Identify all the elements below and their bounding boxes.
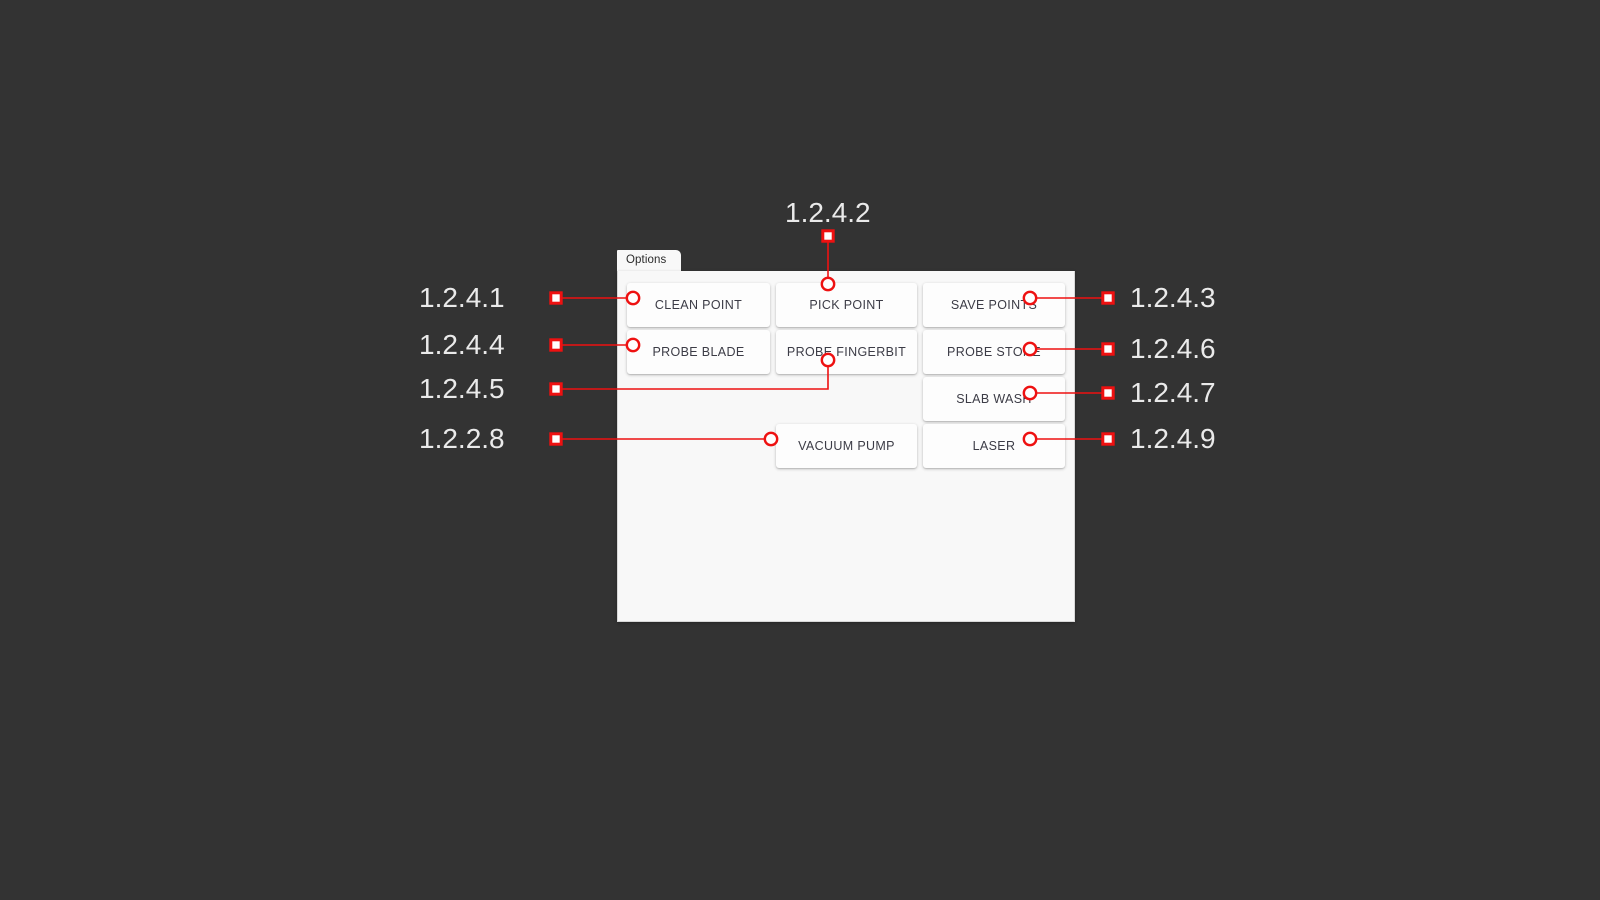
tab-strip: Options [617,250,681,272]
callout-1-2-4-6-label: 1.2.4.6 [1130,333,1216,364]
tab-options[interactable]: Options [617,250,681,272]
callout-1-2-4-9-anchor-square[interactable] [1101,432,1115,446]
callout-1-2-4-9-endpoint-circle[interactable] [1022,431,1038,447]
callout-1-2-4-5-anchor-square[interactable] [549,382,563,396]
callout-1-2-4-3-endpoint-circle[interactable] [1022,290,1038,306]
callout-1-2-2-8-endpoint-circle[interactable] [763,431,779,447]
callout-1-2-4-1-anchor-square[interactable] [549,291,563,305]
callout-1-2-4-3-label: 1.2.4.3 [1130,282,1216,313]
callout-1-2-4-4-label: 1.2.4.4 [419,329,505,360]
callout-1-2-4-5-endpoint-circle[interactable] [820,352,836,368]
button-probe-stone[interactable]: PROBE STONE [923,330,1065,374]
button-pick-point-label: PICK POINT [809,298,884,312]
button-probe-blade[interactable]: PROBE BLADE [627,330,770,374]
tab-options-label: Options [626,254,667,267]
button-probe-stone-label: PROBE STONE [947,345,1041,359]
button-probe-blade-label: PROBE BLADE [652,345,745,359]
callout-1-2-4-7-label: 1.2.4.7 [1130,377,1216,408]
callout-1-2-4-6-endpoint-circle[interactable] [1022,341,1038,357]
callout-1-2-4-4-anchor-square[interactable] [549,338,563,352]
callout-1-2-4-3-anchor-square[interactable] [1101,291,1115,305]
button-vacuum-pump[interactable]: VACUUM PUMP [776,424,917,468]
callout-1-2-2-8-anchor-square[interactable] [549,432,563,446]
callout-1-2-4-6-anchor-square[interactable] [1101,342,1115,356]
callout-1-2-4-2 [820,229,836,292]
button-probe-fingerbit-label: PROBE FINGERBIT [786,345,907,359]
button-slab-wash[interactable]: SLAB WASH [923,377,1065,421]
callout-1-2-4-5-label: 1.2.4.5 [419,373,505,404]
button-laser-label: LASER [972,439,1016,453]
button-slab-wash-label: SLAB WASH [956,392,1032,406]
callout-1-2-4-1-label: 1.2.4.1 [419,282,505,313]
callout-1-2-2-8-label: 1.2.2.8 [419,423,505,454]
callout-1-2-4-9-label: 1.2.4.9 [1130,423,1216,454]
button-laser[interactable]: LASER [923,424,1065,468]
callout-1-2-4-2-anchor-square[interactable] [821,229,835,243]
button-vacuum-pump-label: VACUUM PUMP [798,439,895,453]
callout-1-2-4-1-endpoint-circle[interactable] [625,290,641,306]
callout-1-2-4-7-anchor-square[interactable] [1101,386,1115,400]
button-pick-point[interactable]: PICK POINT [776,283,917,327]
button-save-points-label: SAVE POINTS [950,298,1038,312]
button-clean-point[interactable]: CLEAN POINT [627,283,770,327]
callout-1-2-4-4-endpoint-circle[interactable] [625,337,641,353]
button-save-points[interactable]: SAVE POINTS [923,283,1065,327]
button-probe-fingerbit[interactable]: PROBE FINGERBIT [776,330,917,374]
callout-1-2-4-2-label: 1.2.4.2 [785,197,871,228]
button-clean-point-label: CLEAN POINT [654,298,743,312]
callout-1-2-4-2-endpoint-circle[interactable] [820,276,836,292]
callout-1-2-4-7-endpoint-circle[interactable] [1022,385,1038,401]
